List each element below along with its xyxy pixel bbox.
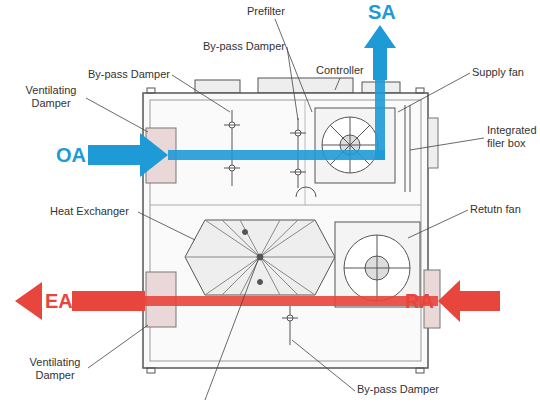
damper-tick bbox=[290, 133, 306, 134]
part-label: Ventilating Damper bbox=[16, 84, 86, 110]
part-label: Controller bbox=[316, 64, 364, 77]
casing-outer bbox=[143, 93, 428, 368]
fan-wheel bbox=[344, 235, 410, 301]
part-label: Retutn fan bbox=[470, 203, 521, 216]
exchanger-plates bbox=[185, 220, 335, 295]
bracket bbox=[147, 88, 155, 93]
heat-exchanger bbox=[185, 220, 335, 295]
filter-box bbox=[410, 105, 411, 192]
leader-line bbox=[172, 75, 230, 112]
oa-arrow bbox=[88, 133, 168, 177]
leader-line bbox=[205, 260, 258, 400]
part-label: Supply fan bbox=[472, 66, 524, 79]
side-flap bbox=[428, 118, 438, 168]
damper-tick bbox=[282, 318, 298, 319]
leader-line bbox=[408, 210, 468, 238]
ea-shaft bbox=[72, 291, 145, 311]
leader-line bbox=[410, 138, 484, 150]
exchanger-core bbox=[185, 220, 335, 295]
fan-blades bbox=[322, 117, 378, 173]
divider bbox=[150, 205, 421, 206]
leader-line bbox=[88, 325, 148, 368]
part-label: Prefilter bbox=[247, 5, 285, 18]
part-label: Heat Exchanger bbox=[50, 205, 129, 218]
leader-line bbox=[138, 212, 195, 240]
exhaust-airflow bbox=[15, 280, 500, 322]
leader-line bbox=[398, 73, 470, 112]
supply-band bbox=[168, 150, 385, 160]
exchanger-dot bbox=[243, 230, 248, 235]
filter-box bbox=[405, 105, 406, 192]
sa-arrow bbox=[364, 25, 396, 80]
leader-line bbox=[275, 19, 312, 112]
bracket bbox=[416, 368, 424, 373]
damper-blade bbox=[290, 306, 291, 345]
fan-blades bbox=[344, 235, 410, 301]
bracket bbox=[147, 368, 155, 373]
damper-tick bbox=[290, 172, 306, 173]
airflow-label: EA bbox=[45, 289, 73, 313]
part-label: Integrated filer box bbox=[487, 124, 540, 150]
fan-wheel bbox=[322, 117, 378, 173]
exchanger-dot bbox=[258, 280, 263, 285]
exchanger-center bbox=[257, 254, 263, 260]
controller-box bbox=[258, 78, 353, 93]
part-label: By-pass Damper bbox=[203, 40, 285, 53]
leader-line bbox=[335, 78, 340, 90]
airflow-label: RA bbox=[405, 289, 434, 313]
top-block bbox=[195, 80, 240, 93]
airflow-label: SA bbox=[368, 0, 396, 24]
bracket bbox=[416, 88, 424, 93]
leader-line bbox=[292, 340, 355, 391]
damper-tick bbox=[224, 125, 240, 126]
unit-casing bbox=[143, 78, 428, 373]
damper-blade bbox=[232, 110, 233, 186]
part-label: By-pass Damper bbox=[357, 383, 439, 396]
supply-fan bbox=[315, 105, 410, 192]
leader-lines bbox=[86, 19, 484, 400]
leader-line bbox=[287, 47, 298, 120]
damper-arc bbox=[296, 187, 316, 197]
supply-airflow bbox=[88, 25, 396, 177]
part-label: By-pass Damper bbox=[88, 68, 170, 81]
ra-arrow bbox=[438, 280, 500, 322]
damper-tick bbox=[224, 168, 240, 169]
ea-arrowhead bbox=[15, 282, 42, 320]
part-label: Ventilating Damper bbox=[20, 356, 90, 382]
leader-line bbox=[86, 98, 148, 132]
airflow-label: OA bbox=[56, 143, 86, 167]
